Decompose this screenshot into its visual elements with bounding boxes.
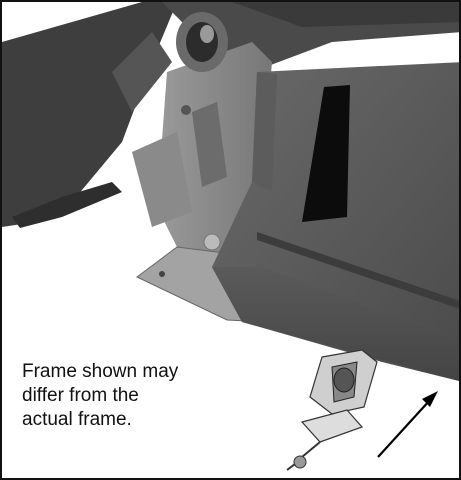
latch-part — [286, 349, 378, 471]
hinge-pin — [176, 12, 228, 72]
figure-caption: Frame shown may differ from the actual f… — [22, 361, 179, 430]
direction-arrow — [377, 391, 438, 458]
bin-box — [212, 62, 459, 382]
left-arm — [2, 2, 177, 228]
